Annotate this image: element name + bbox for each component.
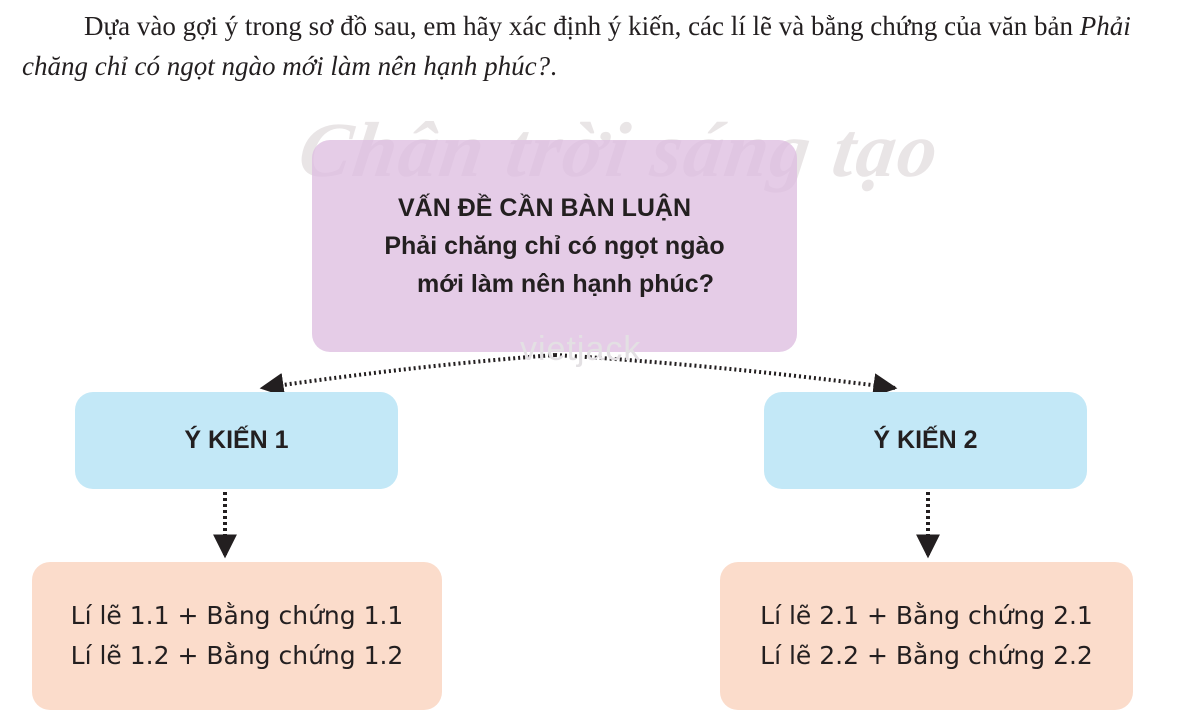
intro-text: Dựa vào gợi ý trong sơ đồ sau, em hãy xá…: [84, 11, 1080, 41]
intro-paragraph: Dựa vào gợi ý trong sơ đồ sau, em hãy xá…: [22, 6, 1162, 86]
arrow-issue-to-opinion-2: [554, 353, 898, 398]
opinion-1-label: Ý KIẾN 1: [184, 426, 289, 454]
document-title: Phải chăng chỉ có ngọt ngào mới làm nên …: [22, 11, 1131, 81]
argument-2-2: Lí lẽ 2.2 + Bằng chứng 2.2: [760, 641, 1093, 670]
argument-2-1: Lí lẽ 2.1 + Bằng chứng 2.1: [760, 601, 1093, 630]
arguments-1-box: Lí lẽ 1.1 + Bằng chứng 1.1 Lí lẽ 1.2 + B…: [32, 562, 442, 710]
issue-box: VẤN ĐỀ CẦN BÀN LUẬN Phải chăng chỉ có ng…: [312, 140, 797, 352]
issue-heading: VẤN ĐỀ CẦN BÀN LUẬN: [397, 194, 692, 222]
issue-question-line-1: Phải chăng chỉ có ngọt ngào: [384, 232, 725, 260]
opinion-1-box: Ý KIẾN 1: [75, 392, 398, 489]
argument-1-2: Lí lẽ 1.2 + Bằng chứng 1.2: [70, 641, 404, 670]
site-watermark: vietjack: [520, 330, 642, 368]
argument-1-1: Lí lẽ 1.1 + Bằng chứng 1.1: [70, 601, 404, 630]
arrow-issue-to-opinion-1: [259, 353, 556, 397]
arguments-2-box: Lí lẽ 2.1 + Bằng chứng 2.1 Lí lẽ 2.2 + B…: [720, 562, 1133, 710]
opinion-2-label: Ý KIẾN 2: [873, 426, 978, 454]
opinion-2-box: Ý KIẾN 2: [764, 392, 1087, 489]
issue-question-line-2: mới làm nên hạnh phúc?: [417, 270, 714, 298]
intro-text-end: .: [550, 51, 557, 81]
